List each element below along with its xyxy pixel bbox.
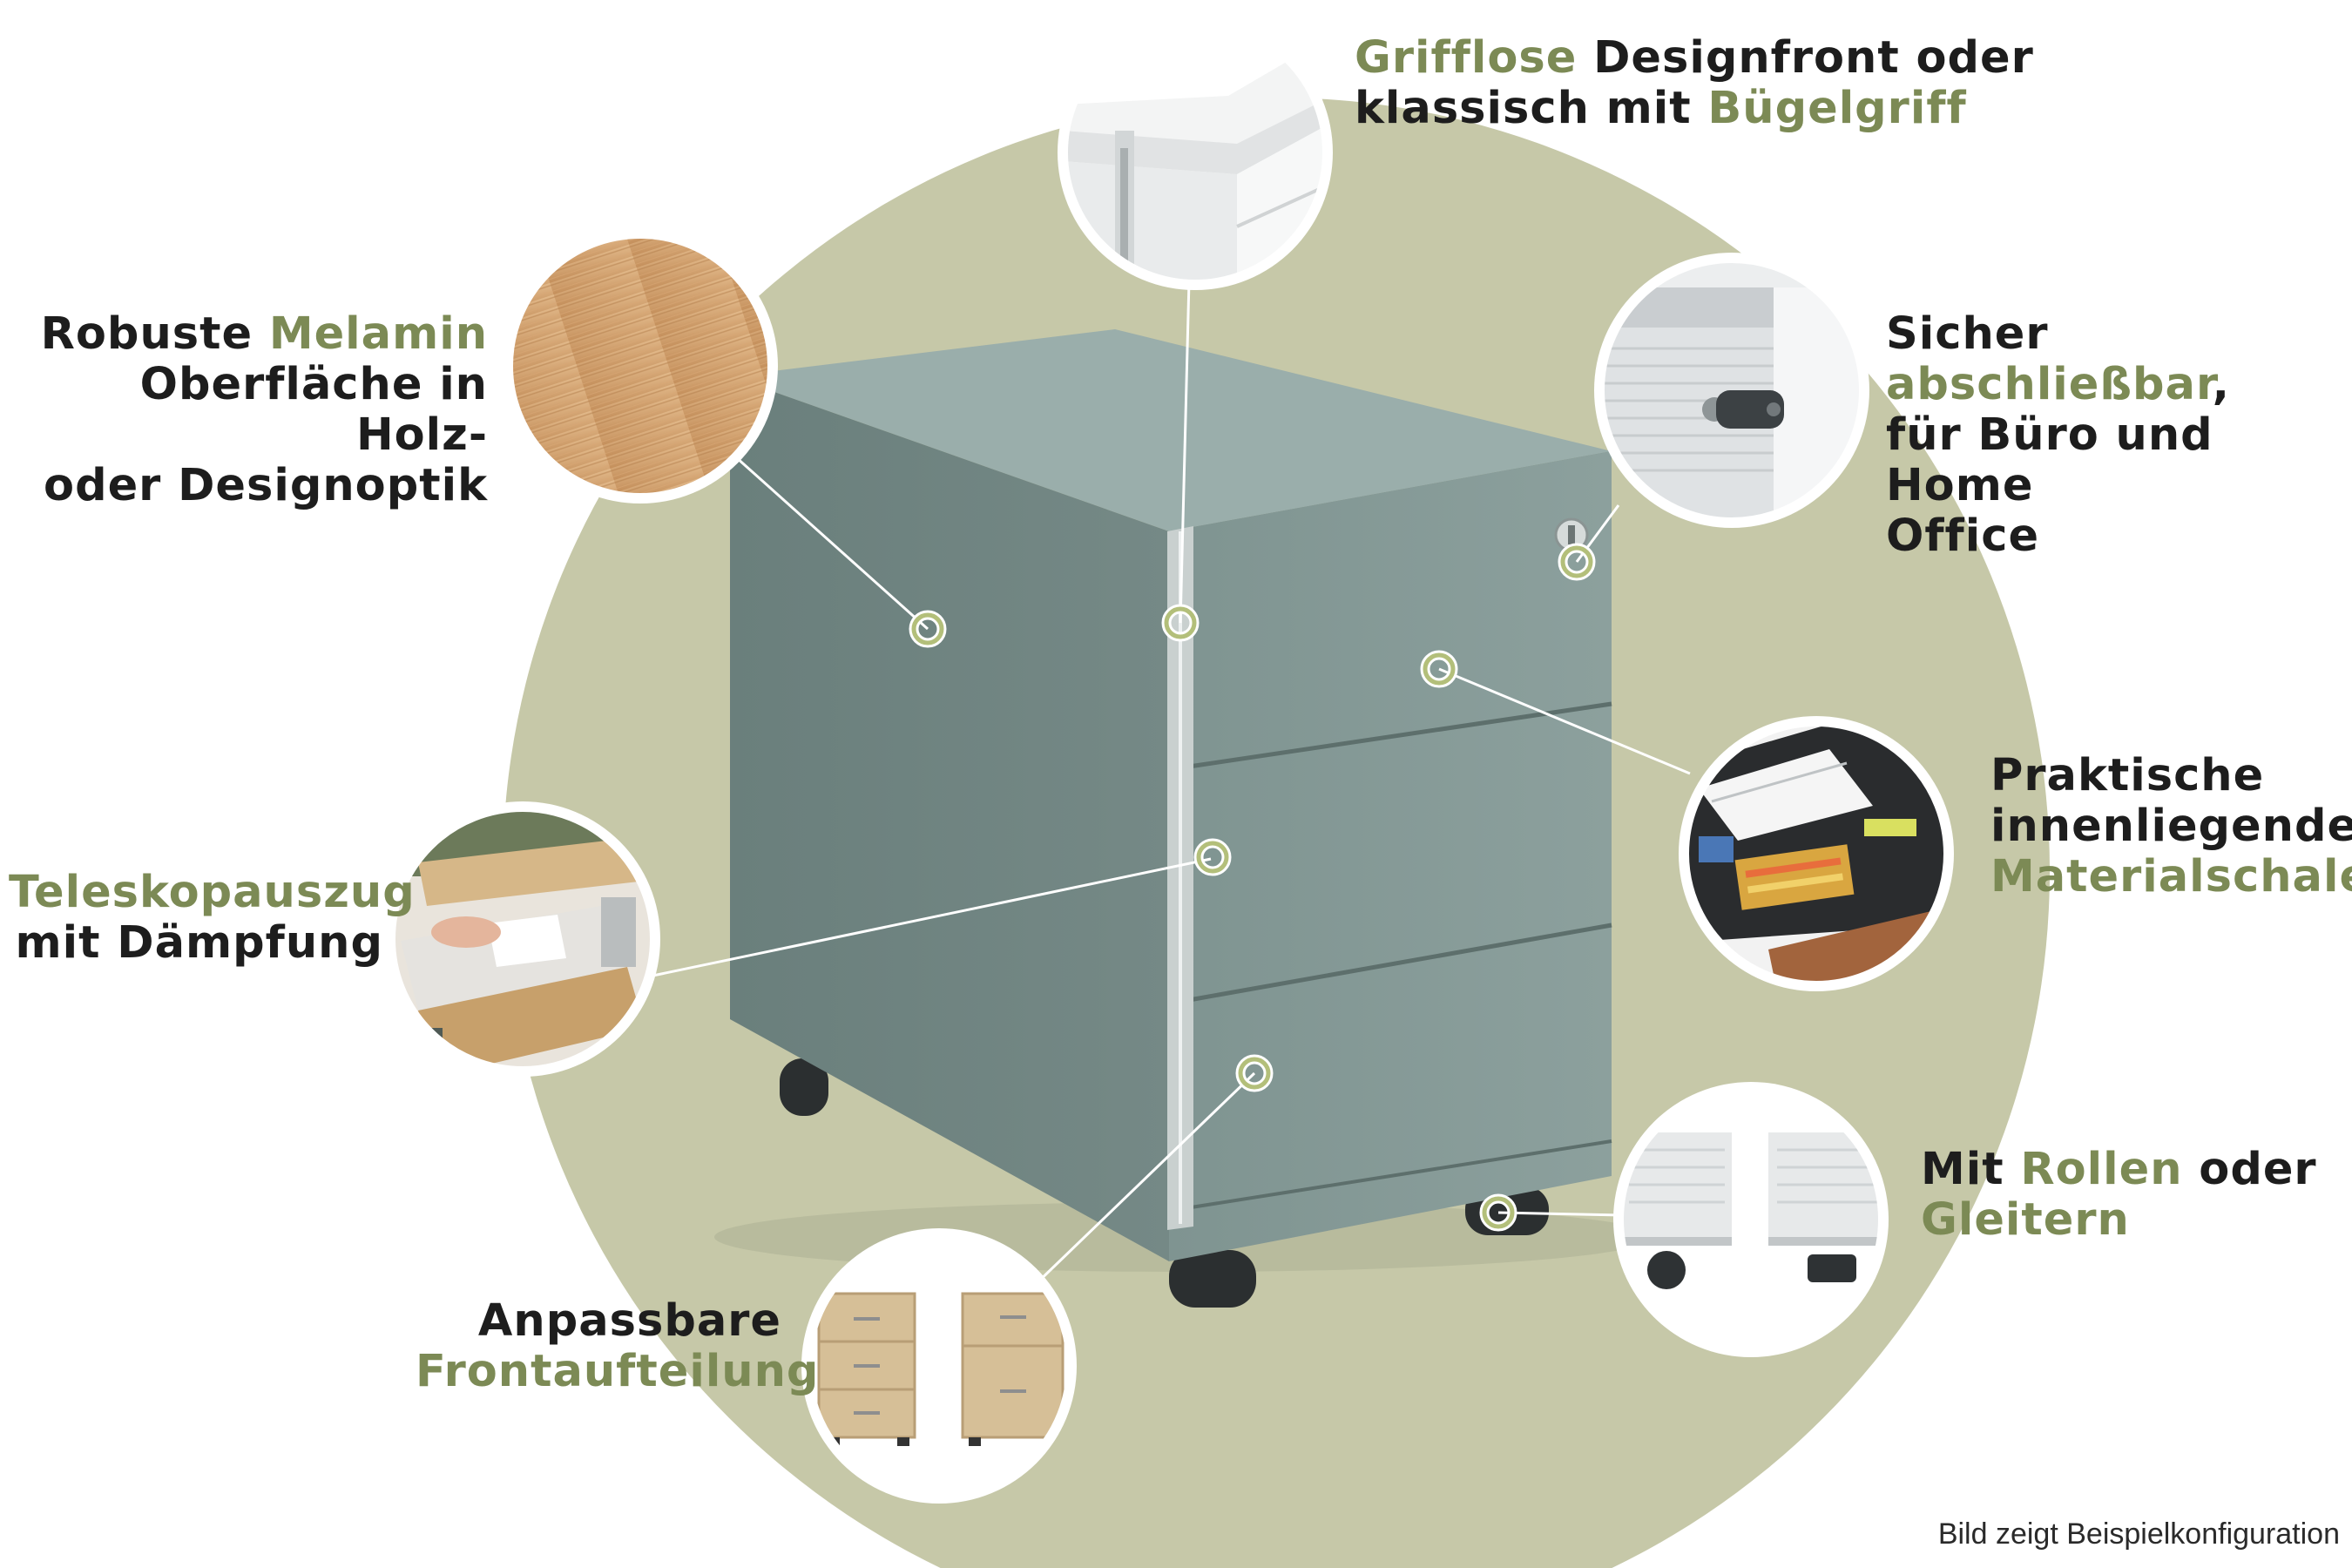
- hotspot-front[interactable]: [1235, 1054, 1274, 1092]
- label-tray-text: Praktische: [1990, 750, 2265, 801]
- lock-detail-image: [1594, 253, 1869, 528]
- material-tray-detail-image: [1679, 716, 1954, 991]
- hotspot-wheels[interactable]: [1479, 1193, 1517, 1232]
- label-lock-comma: ,: [2212, 359, 2231, 410]
- label-wheels-highlight2: Gleitern: [1921, 1194, 2130, 1246]
- label-surface-text3: oder Designoptik: [44, 460, 488, 511]
- label-lock-text: Sicher: [1886, 308, 2049, 360]
- label-lock: Sicher abschließbar, für Büro und Home O…: [1886, 309, 2352, 562]
- label-telescope: Teleskopauszug mit Dämpfung: [9, 867, 416, 969]
- label-surface-highlight: Melamin: [268, 308, 488, 360]
- label-front-text: Anpassbare: [477, 1295, 781, 1347]
- telescopic-drawer-detail-image: [385, 801, 660, 1077]
- label-lock-text3: Office: [1886, 510, 2040, 562]
- cabinet-illustration: [714, 329, 1655, 1308]
- label-tray-highlight: Materialschale: [1990, 851, 2352, 902]
- hotspot-tray[interactable]: [1420, 650, 1458, 688]
- hotspot-telescope[interactable]: [1193, 838, 1232, 876]
- label-tray-text2: innenliegende: [1990, 801, 2352, 852]
- hotspot-markers: [909, 543, 1596, 1232]
- label-wheels-text2: oder: [2182, 1144, 2317, 1195]
- hotspot-handle[interactable]: [1161, 604, 1200, 642]
- label-tray: Praktische innenliegende Materialschale: [1990, 751, 2352, 902]
- label-wheels-text: Mit: [1921, 1144, 2021, 1195]
- label-handle-text: Designfront oder: [1577, 32, 2034, 84]
- label-surface-text: Robuste: [40, 308, 269, 360]
- front-division-detail-image: [801, 1228, 1077, 1504]
- label-front: Anpassbare Frontaufteilung: [416, 1295, 820, 1397]
- label-handle-highlight: Grifflose: [1355, 32, 1578, 84]
- wood-surface-detail-image: [503, 228, 778, 504]
- handleless-front-detail-image: [1058, 15, 1333, 290]
- connector-lines: [644, 280, 1691, 1289]
- label-surface: Robuste Melamin Oberfläche in Holz- oder…: [35, 309, 488, 511]
- label-lock-highlight: abschließbar: [1886, 359, 2213, 410]
- label-front-highlight: Frontaufteilung: [416, 1346, 820, 1397]
- label-telescope-highlight: Teleskopauszug: [9, 867, 416, 918]
- label-lock-text2: für Büro und Home: [1886, 409, 2213, 511]
- label-telescope-text: mit Dämpfung: [15, 917, 383, 969]
- hotspot-lock[interactable]: [1558, 543, 1596, 581]
- label-wheels-highlight: Rollen: [2020, 1144, 2183, 1195]
- label-surface-text2: Oberfläche in Holz-: [139, 359, 488, 461]
- hotspot-surface[interactable]: [909, 610, 947, 648]
- label-handle-text2: klassisch mit: [1355, 83, 1708, 134]
- image-caption: Bild zeigt Beispielkonfiguration: [1937, 1517, 2340, 1551]
- label-handle: Grifflose Designfront oder klassisch mit…: [1355, 33, 2034, 134]
- label-wheels: Mit Rollen oder Gleitern: [1921, 1145, 2317, 1246]
- label-handle-highlight2: Bügelgriff: [1707, 83, 1967, 134]
- wheels-glides-detail-image: [1613, 1082, 1889, 1357]
